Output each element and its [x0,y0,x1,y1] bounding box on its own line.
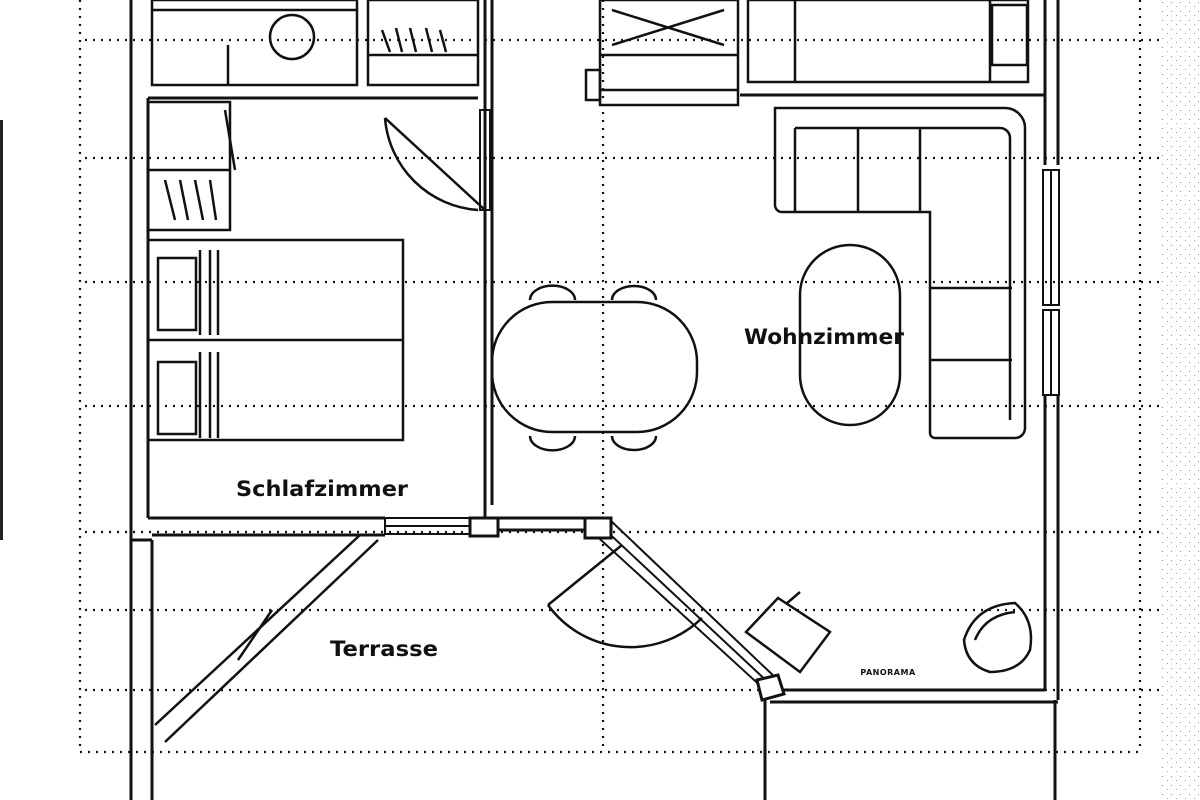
wardrobe [146,100,237,232]
coffee-table [798,243,902,427]
scan-noise-left [0,120,3,540]
doors [383,117,703,649]
terrace-rail [154,534,379,743]
dining-table [490,284,699,452]
corner-sofa [773,106,1027,440]
armchairs [744,591,1033,674]
bottom-posts [129,0,1057,800]
windows [384,109,1060,691]
twin-beds [146,238,405,442]
scan-noise-right [1160,0,1200,800]
top-furniture [584,0,1030,107]
top-cabinets [150,0,480,87]
dotted-grid [78,0,1160,754]
room-label-terrasse: Terrasse [330,637,438,661]
panorama-annotation: PANORAMA [860,668,916,677]
room-label-wohnzimmer: Wohnzimmer [744,325,905,349]
wall-posts [468,516,786,702]
room-label-schlafzimmer: Schlafzimmer [236,477,409,501]
walls [129,0,1060,704]
